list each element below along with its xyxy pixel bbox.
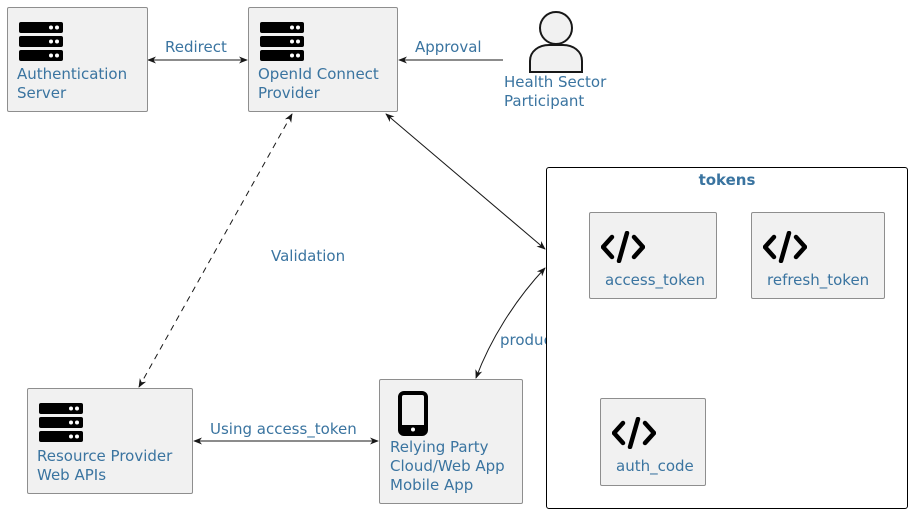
node-label: Authentication Server [17,65,128,102]
node-relying-party[interactable]: Relying Party Cloud/Web App Mobile App [379,379,523,504]
node-openid-connect-provider[interactable]: OpenId Connect Provider [248,7,398,112]
node-label: access_token [605,271,705,289]
group-title: tokens [698,171,756,189]
mobile-phone-icon [398,391,428,436]
node-label: OpenId Connect Provider [258,65,379,102]
node-access-token[interactable]: access_token [589,212,717,299]
node-label: auth_code [616,457,694,475]
edge-label-using-access-token: Using access_token [210,420,357,438]
node-authentication-server[interactable]: Authentication Server [7,7,148,112]
server-icon [39,403,83,442]
node-label: refresh_token [767,271,870,289]
edge-produces [475,267,546,379]
edge-oidc-tokens [385,113,546,250]
node-refresh-token[interactable]: refresh_token [751,212,885,299]
node-label: Relying Party Cloud/Web App Mobile App [390,438,505,494]
node-auth-code[interactable]: auth_code [600,398,706,486]
code-icon [763,231,807,263]
node-resource-provider[interactable]: Resource Provider Web APIs [27,388,193,494]
node-label: Resource Provider Web APIs [37,447,173,484]
person-icon [529,11,583,73]
code-icon [601,231,645,263]
server-icon [19,22,63,61]
edge-label-redirect: Redirect [165,38,227,56]
node-health-sector-participant[interactable]: Health Sector Participant [500,6,630,116]
edge-validation [138,113,293,388]
edge-label-validation: Validation [271,247,346,265]
node-label: Health Sector Participant [504,73,607,110]
code-icon [612,417,656,449]
server-icon [260,22,304,61]
edge-label-approval: Approval [415,38,482,56]
